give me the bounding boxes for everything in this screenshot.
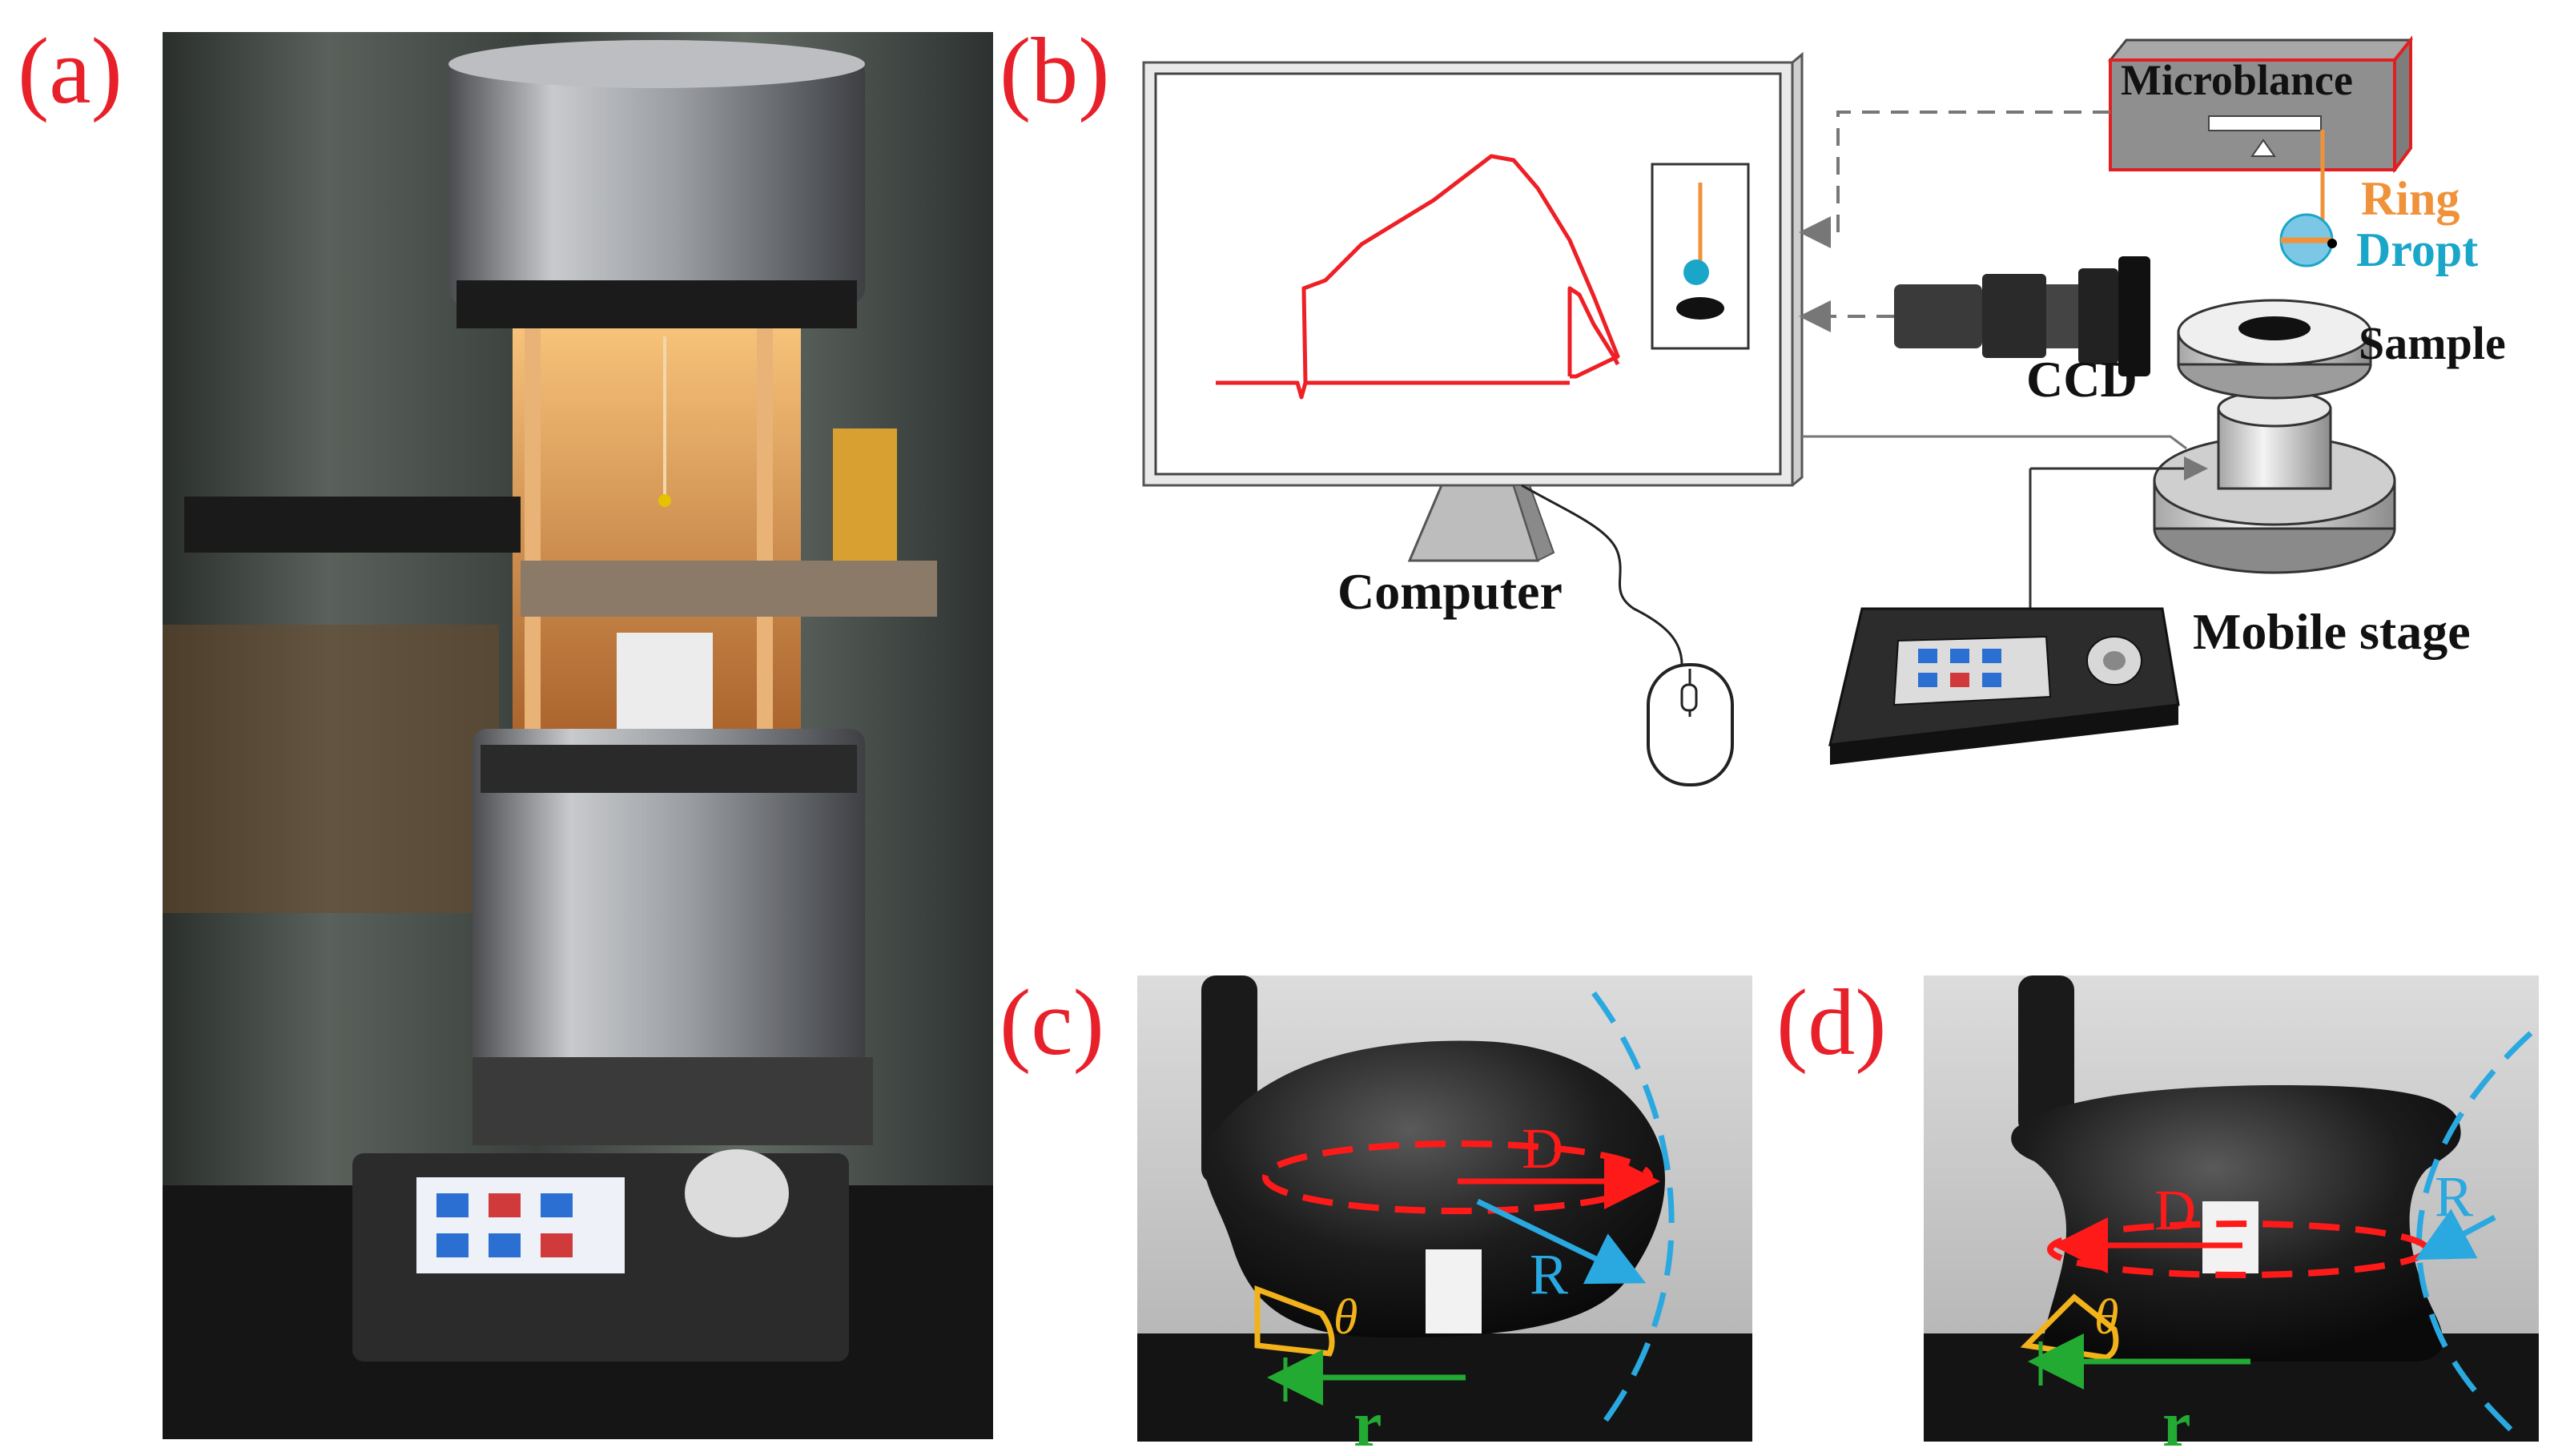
sample-label: Sample — [2359, 317, 2506, 369]
monitor — [1142, 51, 1804, 562]
mobile-stage-label: Mobile stage — [2193, 603, 2471, 660]
panel-c-label: (c) — [999, 970, 1104, 1075]
panel-d-r-symbol: R — [2435, 1164, 2473, 1229]
drop-label: Dropt — [2356, 223, 2478, 276]
force-curve — [1216, 154, 1620, 400]
ccd-camera — [1894, 256, 2150, 376]
panel-d-d-symbol: D — [2154, 1178, 2196, 1242]
mobile-stage — [2153, 299, 2396, 574]
panel-a-photo — [163, 32, 993, 1439]
panel-d-theta-symbol: θ — [2094, 1290, 2118, 1345]
ccd-label: CCD — [2026, 351, 2138, 408]
microbalance-label: Microblance — [2121, 56, 2353, 104]
mouse-icon — [1521, 484, 1734, 786]
panel-b-label: (b) — [999, 18, 1110, 123]
panel-d-rsmall-symbol: r — [2162, 1390, 2191, 1456]
panel-d-label: (d) — [1776, 970, 1887, 1075]
panel-c-theta-symbol: θ — [1333, 1290, 1357, 1345]
stage-controller — [1828, 457, 2208, 765]
panel-a-label: (a) — [18, 18, 123, 123]
computer-label: Computer — [1337, 563, 1563, 620]
panel-b-schematic: Microblance Ring Dropt Sample CCD Comput… — [1142, 35, 2506, 786]
panel-c-image: D R θ r — [1137, 975, 1752, 1456]
panel-d-image: D R θ r — [1924, 975, 2539, 1456]
panel-c-r-symbol: R — [1530, 1242, 1568, 1306]
panel-c-d-symbol: D — [1522, 1116, 1563, 1180]
ring-label: Ring — [2361, 172, 2459, 225]
panel-c-rsmall-symbol: r — [1353, 1390, 1382, 1456]
microbalance — [2107, 35, 2414, 267]
